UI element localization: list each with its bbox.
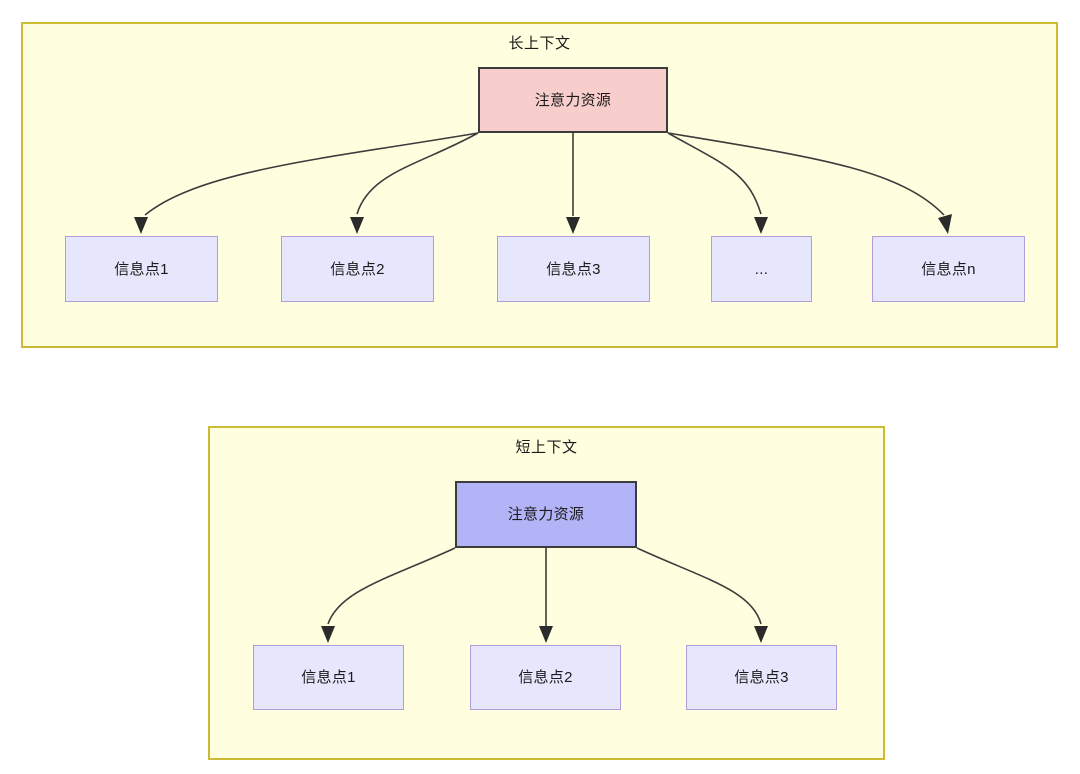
panel-short-context-title: 短上下文 xyxy=(515,439,578,456)
node-attention-resource-long[interactable]: 注意力资源 xyxy=(478,67,668,133)
node-info-point-2-long[interactable]: 信息点2 xyxy=(281,236,434,302)
node-attention-resource-short[interactable]: 注意力资源 xyxy=(455,481,637,548)
node-info-point-3-short[interactable]: 信息点3 xyxy=(686,645,837,710)
panel-long-context-title: 长上下文 xyxy=(508,35,571,52)
node-info-point-1-long[interactable]: 信息点1 xyxy=(65,236,218,302)
node-info-point-n-long[interactable]: 信息点n xyxy=(872,236,1025,302)
node-info-point-2-short[interactable]: 信息点2 xyxy=(470,645,621,710)
node-info-point-ellipsis-long[interactable]: ... xyxy=(711,236,812,302)
node-info-point-1-short[interactable]: 信息点1 xyxy=(253,645,404,710)
node-info-point-3-long[interactable]: 信息点3 xyxy=(497,236,650,302)
